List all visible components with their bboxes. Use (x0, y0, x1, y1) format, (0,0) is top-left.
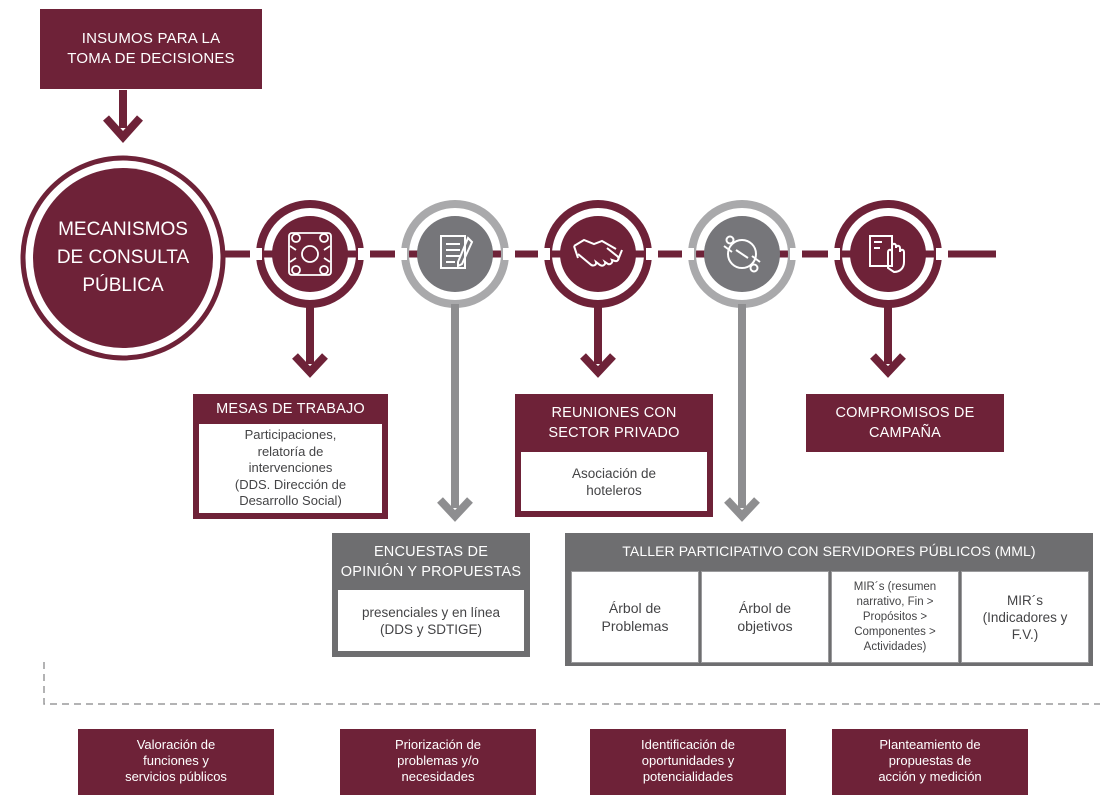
arrow-to-mesas (292, 304, 328, 378)
top-input-box: INSUMOS PARA LA TOMA DE DECISIONES (40, 9, 262, 89)
taller-cell-objetivos: Árbol de objetivos (701, 571, 829, 663)
mesas-card: Participaciones, relatoría de intervenci… (193, 424, 388, 519)
encuestas-card: presenciales y en línea (DDS y SDTIGE) (332, 590, 530, 657)
taller-panel: TALLER PARTICIPATIVO CON SERVIDORES PÚBL… (565, 533, 1093, 666)
taller-cell-mir-resumen: MIR´s (resumen narrativo, Fin > Propósit… (831, 571, 959, 663)
output-identificacion: Identificación de oportunidades y potenc… (590, 729, 786, 795)
compromisos-box: COMPROMISOS DE CAMPAÑA (806, 394, 1004, 452)
mesas-title: MESAS DE TRABAJO (193, 394, 388, 424)
main-circle-label: MECANISMOS DE CONSULTA PÚBLICA (56, 219, 190, 296)
reuniones-card: Asociación de hoteleros (515, 452, 713, 517)
arrow-to-reuniones (580, 304, 616, 378)
mesas-body: Participaciones, relatoría de intervenci… (199, 424, 382, 513)
output-planteamiento: Planteamiento de propuestas de acción y … (832, 729, 1028, 795)
dashed-separator (43, 662, 1100, 705)
taller-cell-mir-indicadores: MIR´s (Indicadores y F.V.) (961, 571, 1089, 663)
reuniones-body: Asociación de hoteleros (521, 452, 707, 511)
arrow-top-to-circle (103, 90, 143, 143)
top-input-label: INSUMOS PARA LA TOMA DE DECISIONES (67, 30, 235, 67)
document-pen-icon (440, 235, 474, 269)
hand-pledge-icon (869, 235, 905, 274)
arrow-to-taller (724, 304, 760, 522)
arrow-to-compromisos (870, 304, 906, 378)
teamwork-icon (288, 232, 332, 276)
taller-cell-problemas: Árbol de Problemas (571, 571, 699, 663)
main-circle (20, 155, 226, 361)
output-priorizacion: Priorización de problemas y/o necesidade… (340, 729, 536, 795)
reuniones-title: REUNIONES CON SECTOR PRIVADO (515, 394, 713, 452)
people-chain-icon (723, 235, 761, 273)
output-valoracion: Valoración de funciones y servicios públ… (78, 729, 274, 795)
handshake-icon (573, 238, 623, 267)
arrow-to-encuestas (437, 304, 473, 522)
encuestas-body: presenciales y en línea (DDS y SDTIGE) (338, 590, 524, 651)
encuestas-title: ENCUESTAS DE OPINIÓN Y PROPUESTAS (332, 533, 530, 590)
taller-title: TALLER PARTICIPATIVO CON SERVIDORES PÚBL… (622, 543, 1036, 559)
